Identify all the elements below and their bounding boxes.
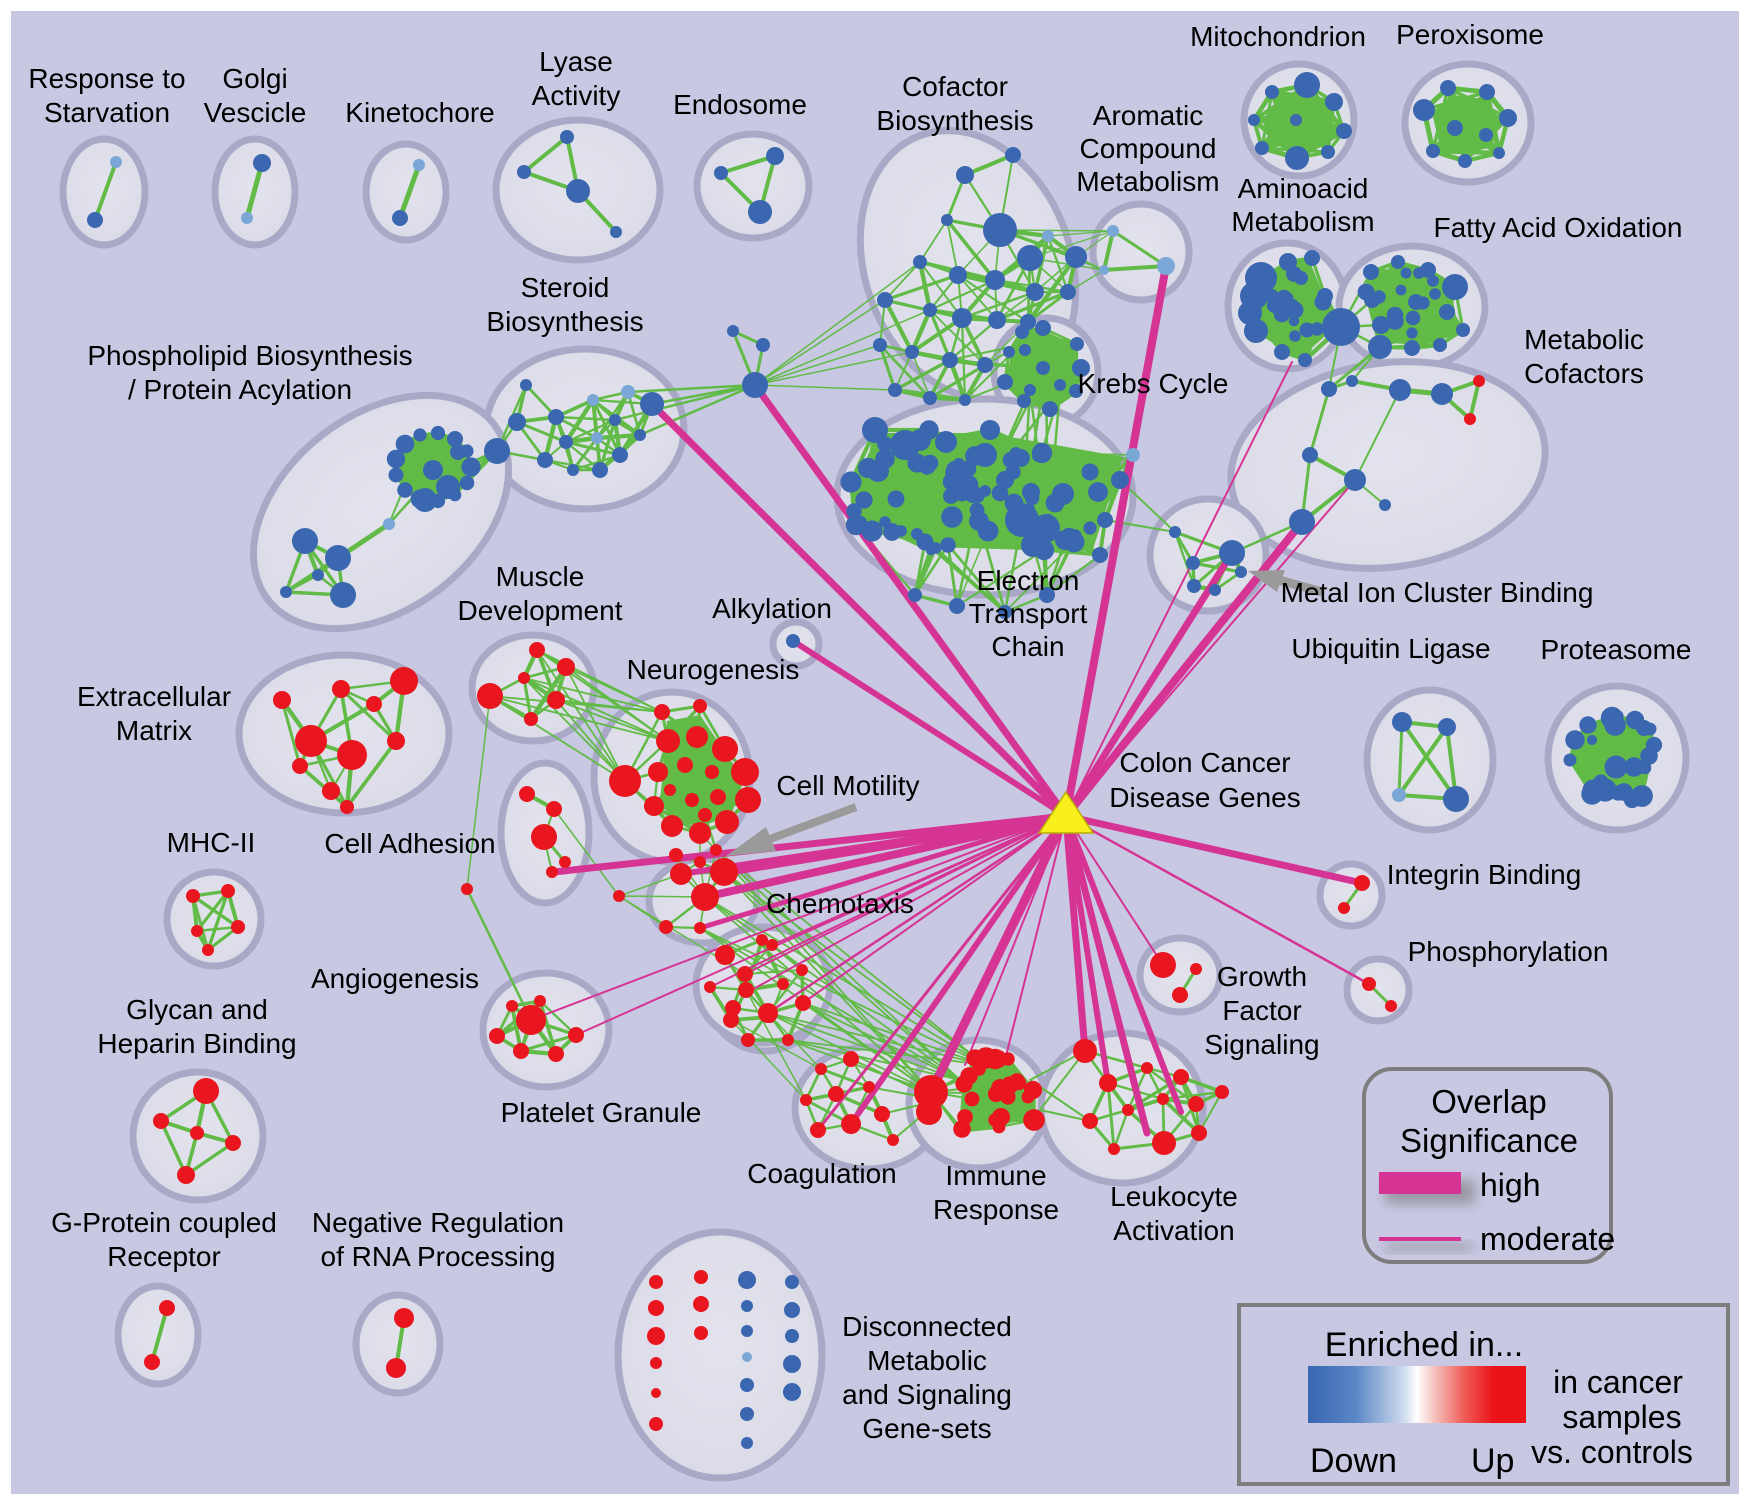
svg-text:Chemotaxis: Chemotaxis xyxy=(766,888,914,919)
svg-text:Endosome: Endosome xyxy=(673,89,807,120)
svg-text:Alkylation: Alkylation xyxy=(712,593,832,624)
svg-text:Neurogenesis: Neurogenesis xyxy=(627,654,800,685)
svg-text:of RNA Processing: of RNA Processing xyxy=(321,1241,556,1272)
svg-text:Fatty Acid Oxidation: Fatty Acid Oxidation xyxy=(1433,212,1682,243)
svg-text:Cell Motility: Cell Motility xyxy=(776,770,919,801)
svg-text:Platelet Granule: Platelet Granule xyxy=(501,1097,702,1128)
svg-text:Phosphorylation: Phosphorylation xyxy=(1408,936,1609,967)
svg-text:Electron: Electron xyxy=(977,565,1080,596)
svg-text:Cell Adhesion: Cell Adhesion xyxy=(324,828,495,859)
svg-text:Immune: Immune xyxy=(945,1160,1046,1191)
svg-text:Biosynthesis: Biosynthesis xyxy=(876,105,1033,136)
svg-text:Leukocyte: Leukocyte xyxy=(1110,1181,1238,1212)
svg-text:Colon Cancer: Colon Cancer xyxy=(1119,747,1290,778)
svg-text:Activation: Activation xyxy=(1113,1215,1234,1246)
svg-text:Starvation: Starvation xyxy=(44,97,170,128)
svg-text:in cancer: in cancer xyxy=(1553,1364,1683,1400)
svg-text:Integrin Binding: Integrin Binding xyxy=(1387,859,1582,890)
svg-text:Extracellular: Extracellular xyxy=(77,681,231,712)
svg-text:samples: samples xyxy=(1562,1399,1681,1435)
svg-text:Negative Regulation: Negative Regulation xyxy=(312,1207,564,1238)
svg-text:Compound: Compound xyxy=(1080,133,1217,164)
svg-text:Kinetochore: Kinetochore xyxy=(345,97,494,128)
svg-text:Metabolism: Metabolism xyxy=(1231,206,1374,237)
svg-text:Glycan and: Glycan and xyxy=(126,994,268,1025)
svg-text:Coagulation: Coagulation xyxy=(747,1158,896,1189)
svg-text:Significance: Significance xyxy=(1400,1122,1578,1159)
svg-text:Overlap: Overlap xyxy=(1431,1083,1547,1120)
svg-text:/ Protein Acylation: / Protein Acylation xyxy=(128,374,352,405)
svg-text:Heparin Binding: Heparin Binding xyxy=(97,1028,296,1059)
svg-text:Angiogenesis: Angiogenesis xyxy=(311,963,479,994)
svg-text:Matrix: Matrix xyxy=(116,715,192,746)
svg-text:Up: Up xyxy=(1471,1442,1514,1480)
svg-text:Response to: Response to xyxy=(28,63,185,94)
svg-text:Krebs Cycle: Krebs Cycle xyxy=(1078,368,1229,399)
svg-text:Muscle: Muscle xyxy=(496,561,585,592)
svg-text:Receptor: Receptor xyxy=(107,1241,221,1272)
svg-text:Peroxisome: Peroxisome xyxy=(1396,19,1544,50)
svg-text:high: high xyxy=(1480,1167,1541,1203)
svg-text:Phospholipid Biosynthesis: Phospholipid Biosynthesis xyxy=(87,340,412,371)
svg-text:MHC-II: MHC-II xyxy=(167,827,256,858)
svg-text:Factor: Factor xyxy=(1222,995,1301,1026)
svg-text:moderate: moderate xyxy=(1480,1221,1615,1257)
svg-text:Proteasome: Proteasome xyxy=(1541,634,1692,665)
svg-text:Ubiquitin Ligase: Ubiquitin Ligase xyxy=(1291,633,1490,664)
svg-text:G-Protein coupled: G-Protein coupled xyxy=(51,1207,277,1238)
svg-text:Chain: Chain xyxy=(991,631,1064,662)
svg-text:Gene-sets: Gene-sets xyxy=(862,1413,991,1444)
svg-text:Response: Response xyxy=(933,1194,1059,1225)
svg-text:Aminoacid: Aminoacid xyxy=(1238,173,1369,204)
svg-text:Metabolic: Metabolic xyxy=(867,1345,987,1376)
svg-text:Signaling: Signaling xyxy=(1204,1029,1319,1060)
svg-text:Disconnected: Disconnected xyxy=(842,1311,1012,1342)
svg-text:Metal Ion Cluster Binding: Metal Ion Cluster Binding xyxy=(1281,577,1594,608)
svg-text:Lyase: Lyase xyxy=(539,46,613,77)
svg-text:Vescicle: Vescicle xyxy=(204,97,307,128)
svg-text:Metabolic: Metabolic xyxy=(1524,324,1644,355)
svg-text:Golgi: Golgi xyxy=(222,63,287,94)
svg-text:Cofactors: Cofactors xyxy=(1524,358,1644,389)
svg-text:Development: Development xyxy=(458,595,623,626)
svg-text:Metabolism: Metabolism xyxy=(1076,166,1219,197)
svg-text:Biosynthesis: Biosynthesis xyxy=(486,306,643,337)
svg-text:Activity: Activity xyxy=(532,80,621,111)
svg-text:Aromatic: Aromatic xyxy=(1093,100,1203,131)
svg-text:Steroid: Steroid xyxy=(521,272,610,303)
svg-text:Growth: Growth xyxy=(1217,961,1307,992)
svg-text:Disease Genes: Disease Genes xyxy=(1109,782,1300,813)
svg-text:and Signaling: and Signaling xyxy=(842,1379,1012,1410)
svg-text:Mitochondrion: Mitochondrion xyxy=(1190,21,1366,52)
svg-text:Enriched in...: Enriched in... xyxy=(1325,1326,1523,1364)
svg-text:vs. controls: vs. controls xyxy=(1531,1434,1693,1470)
svg-text:Cofactor: Cofactor xyxy=(902,71,1008,102)
svg-text:Down: Down xyxy=(1310,1442,1397,1480)
svg-text:Transport: Transport xyxy=(969,598,1088,629)
